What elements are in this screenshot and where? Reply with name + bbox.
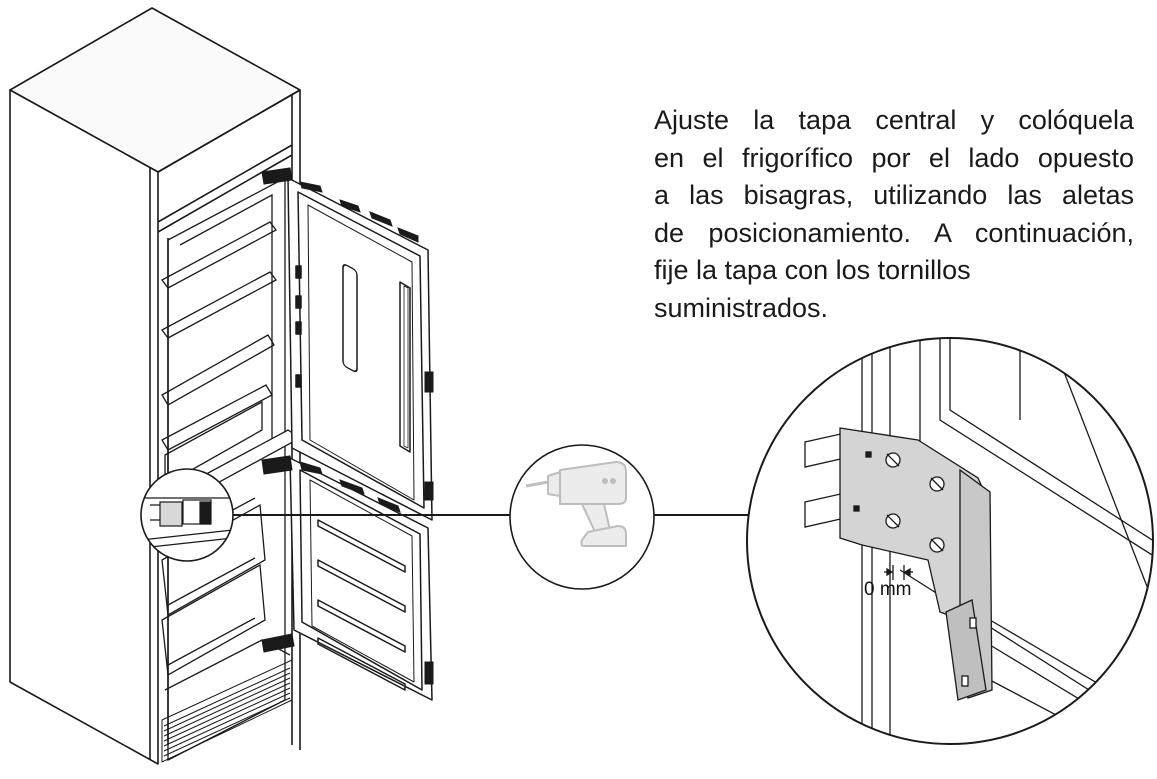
ventilation-grille — [161, 659, 293, 763]
cabinet — [9, 7, 301, 765]
instruction-line: a las bisagras, utilizando las aletas — [654, 180, 1134, 210]
drill-callout — [509, 444, 655, 590]
instruction-line: en el frigorífico por el lado opuesto — [654, 142, 1134, 173]
callout-circle-small — [140, 468, 234, 562]
gap-dimension-label: 0 mm — [864, 579, 912, 600]
instruction-text: Ajuste la tapa central y colóquela en el… — [654, 102, 1134, 327]
lower-door — [289, 457, 433, 701]
instruction-line: Ajuste la tapa central y colóquela — [654, 105, 1134, 135]
upper-door-top-hardware — [261, 167, 434, 501]
instruction-line: fije la tapa con los tornillos — [654, 255, 971, 285]
lower-door-hardware — [261, 455, 434, 685]
instruction-line: suministrados. — [654, 292, 829, 323]
upper-door — [287, 177, 433, 521]
cordless-drill-icon — [525, 461, 627, 547]
instruction-line: de posicionamiento. A continuación, — [654, 217, 1134, 248]
zoom-detail-circle — [746, 337, 1154, 745]
